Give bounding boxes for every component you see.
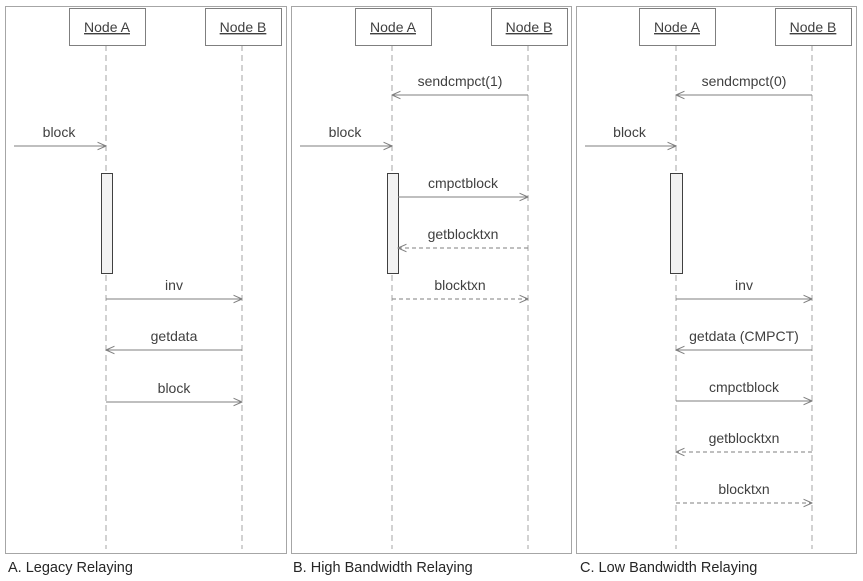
panel-frame bbox=[5, 6, 287, 554]
node-a-box bbox=[639, 8, 716, 46]
panel-caption: C. Low Bandwidth Relaying bbox=[580, 560, 757, 576]
message-label: cmpctblock bbox=[428, 175, 499, 191]
node-a-box bbox=[355, 8, 432, 46]
panel-1: Node A Node B block inv getdata block bbox=[5, 6, 287, 554]
panel-3: Node A Node B sendcmpct(0) block inv getdata … bbox=[576, 6, 857, 554]
message-label: getdata (CMPCT) bbox=[689, 328, 799, 344]
message-label: blocktxn bbox=[718, 481, 769, 497]
node-a-box bbox=[69, 8, 146, 46]
message-label: inv bbox=[735, 277, 753, 293]
node-a-label: Node A bbox=[84, 19, 131, 35]
panel-2: Node A Node B sendcmpct(1) block cmpctblock g… bbox=[291, 6, 572, 554]
node-b-label: Node B bbox=[506, 19, 553, 35]
message-label: block bbox=[329, 124, 363, 140]
message-label: block bbox=[613, 124, 647, 140]
node-a-label: Node A bbox=[370, 19, 417, 35]
message-label: cmpctblock bbox=[709, 379, 780, 395]
activation-bar bbox=[101, 173, 113, 274]
message-label: block bbox=[43, 124, 77, 140]
node-b-label: Node B bbox=[790, 19, 837, 35]
message-label: blocktxn bbox=[434, 277, 485, 293]
activation-bar bbox=[387, 173, 399, 274]
panel-caption: A. Legacy Relaying bbox=[8, 560, 133, 576]
message-label: getdata bbox=[151, 328, 198, 344]
node-b-box bbox=[775, 8, 852, 46]
message-label: getblocktxn bbox=[709, 430, 780, 446]
message-label: getblocktxn bbox=[428, 226, 499, 242]
panel-caption: B. High Bandwidth Relaying bbox=[293, 560, 473, 576]
activation-bar bbox=[670, 173, 683, 274]
node-a-label: Node A bbox=[654, 19, 701, 35]
message-label: inv bbox=[165, 277, 183, 293]
node-b-label: Node B bbox=[220, 19, 267, 35]
message-label: sendcmpct(0) bbox=[702, 73, 787, 89]
message-label: block bbox=[158, 380, 192, 396]
node-b-box bbox=[205, 8, 282, 46]
panel-frame bbox=[576, 6, 857, 554]
panel-frame bbox=[291, 6, 572, 554]
node-b-box bbox=[491, 8, 568, 46]
message-label: sendcmpct(1) bbox=[418, 73, 503, 89]
